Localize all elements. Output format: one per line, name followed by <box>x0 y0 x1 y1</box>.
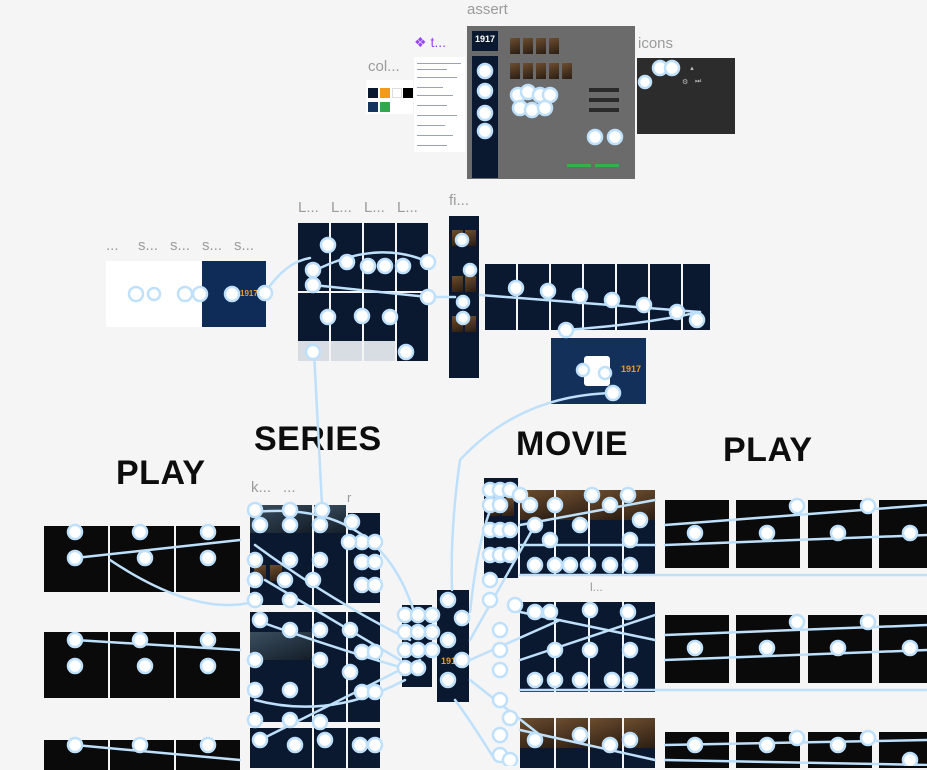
hotspot-nodes <box>66 59 919 766</box>
assert-logo-tile: 1917 <box>472 31 498 51</box>
assert-poster-4 <box>549 38 559 54</box>
assert-logo-text: 1917 <box>475 34 496 44</box>
login-label-4[interactable]: L... <box>397 199 418 216</box>
heading-play-left[interactable]: PLAY <box>116 454 206 492</box>
splash-brand-text: 1917 <box>240 289 258 298</box>
splash-label-1[interactable]: s... <box>138 237 159 254</box>
assert-input-3 <box>589 108 619 112</box>
color-swatch-navy <box>368 88 378 98</box>
splash-label-2[interactable]: s... <box>170 237 191 254</box>
color-swatch-navy-2 <box>368 102 378 112</box>
splash-label-0[interactable]: ... <box>106 237 119 254</box>
splash-label-4[interactable]: s... <box>234 237 255 254</box>
login-label-3[interactable]: L... <box>364 199 385 216</box>
assert-input-2 <box>589 98 619 102</box>
color-swatch-black <box>403 88 413 98</box>
assert-poster-7 <box>536 63 546 79</box>
color-swatch-green <box>380 102 390 112</box>
connector-lines <box>73 251 927 766</box>
assert-poster-2 <box>523 38 533 54</box>
color-swatch-white <box>392 88 402 98</box>
settings-icon: ⚙ <box>682 79 689 86</box>
icons-frame-label[interactable]: icons <box>638 35 674 52</box>
series-label-k[interactable]: k... <box>251 479 272 496</box>
assert-poster-6 <box>523 63 533 79</box>
assert-button-2 <box>595 164 619 167</box>
film-frame-label[interactable]: fi... <box>449 192 470 209</box>
colors-frame-label[interactable]: col... <box>368 58 400 75</box>
splash-label-3[interactable]: s... <box>202 237 223 254</box>
login-label-2[interactable]: L... <box>331 199 352 216</box>
assert-poster-5 <box>510 63 520 79</box>
register-frame-3[interactable] <box>364 293 395 361</box>
assert-input-1 <box>589 88 619 92</box>
typography-frame[interactable] <box>414 57 465 152</box>
series-label-r[interactable]: r <box>347 490 352 505</box>
component-label[interactable]: ❖ t... <box>414 34 446 50</box>
color-swatch-orange <box>380 88 390 98</box>
skip-icon: ⏭ <box>695 78 702 85</box>
hub-brand: 1917 <box>441 656 462 666</box>
assert-button-1 <box>567 164 591 167</box>
assert-frame-label[interactable]: assert <box>467 1 508 18</box>
confirm-brand: 1917 <box>621 364 642 374</box>
assert-poster-3 <box>536 38 546 54</box>
colors-frame[interactable] <box>366 80 413 114</box>
assert-poster-8 <box>549 63 559 79</box>
heading-play-right[interactable]: PLAY <box>723 431 813 469</box>
login-frame-3[interactable] <box>364 223 395 291</box>
register-frame-1[interactable] <box>298 293 329 361</box>
assert-poster-1 <box>510 38 520 54</box>
login-label-1[interactable]: L... <box>298 199 319 216</box>
heading-movie[interactable]: MOVIE <box>516 425 629 463</box>
play-icon: ▲ <box>689 66 695 72</box>
movie-label-l[interactable]: l... <box>590 580 603 594</box>
assert-poster-9 <box>562 63 572 79</box>
register-frame-2[interactable] <box>331 293 362 361</box>
series-label-dots[interactable]: ... <box>283 479 296 496</box>
